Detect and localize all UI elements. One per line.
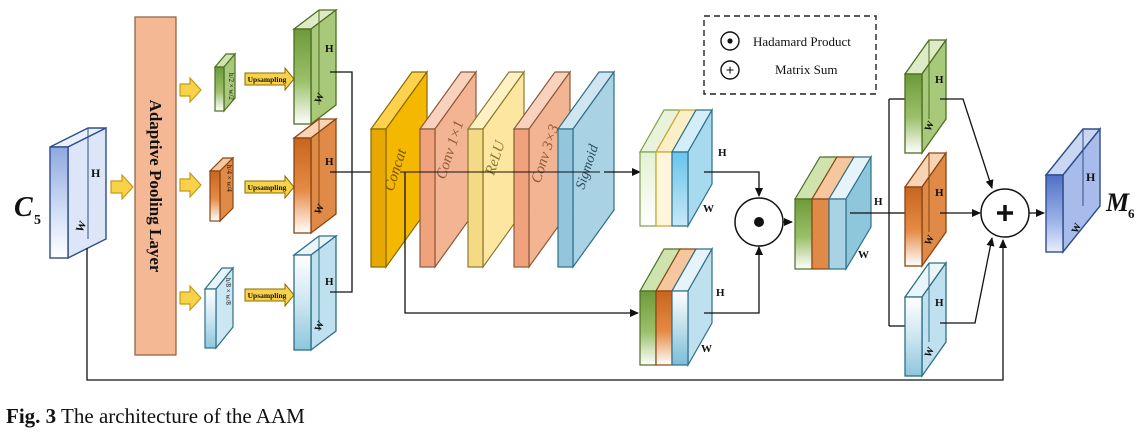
arrow-to-pooling-icon [110,173,134,201]
pooling-label: Adaptive Pooling Layer [146,100,165,273]
svg-text:H: H [935,187,944,199]
svg-text:W: W [313,203,327,217]
branch1-arrow-icon [179,76,202,104]
legend: Hadamard Product + Matrix Sum [703,15,877,95]
upsampling-arrow-2: Upsampling [244,174,295,200]
sigmoid-layer: Sigmoid [556,70,616,269]
hadamard-inputs [704,171,763,314]
svg-text:W: W [1070,222,1084,236]
branch-block-orange: H W [903,150,948,269]
split-connectors [850,98,905,327]
svg-text:h/8 × w/8: h/8 × w/8 [224,278,232,305]
branch3-arrow-icon [179,284,202,312]
svg-text:Upsampling: Upsampling [248,75,287,84]
svg-text:H: H [718,147,727,159]
pooled-block-orange: h/4 × w/4 [208,156,235,223]
svg-text:W: W [923,234,937,248]
svg-text:W: W [923,346,937,360]
feature-block-lower: H W [638,246,725,368]
svg-text:H: H [874,196,883,208]
output-label: M [1105,188,1130,217]
svg-text:H: H [325,156,334,168]
upsampled-block-orange: H W [292,117,338,235]
layer-stack: Concat Conv 1×1 ReLU Conv 3×3 Si [369,70,616,269]
svg-text:H: H [1086,170,1096,184]
svg-text:W: W [701,343,712,355]
residual-connection [86,239,1007,381]
svg-text:H: H [935,297,944,309]
svg-text:h/4 × w/4: h/4 × w/4 [225,165,233,192]
svg-text:W: W [703,203,714,215]
adaptive-pooling-layer: Adaptive Pooling Layer [134,16,177,356]
input-subscript: 5 [34,213,41,228]
figure-caption: Fig. 3 The architecture of the AAM [6,404,305,429]
upsampled-block-blue: H W [292,234,338,352]
pooled-block-blue: h/8 × w/8 [203,266,235,350]
pooled-block-green: h/2 × w/2 [213,52,237,113]
svg-text:Upsampling: Upsampling [248,183,287,192]
branch2-arrow-icon [179,171,202,199]
svg-text:H: H [91,166,101,180]
conv1x1-layer: Conv 1×1 [418,70,478,269]
hadamard-legend-label: Hadamard Product [753,34,851,49]
branch-block-green: H W [903,37,948,156]
upsampling-arrow-3: Upsampling [244,282,295,308]
caption-prefix: Fig. 3 [6,404,57,428]
attention-map-block: H W [638,107,727,229]
svg-text:Upsampling: Upsampling [248,291,287,300]
branch-block-blue: H W [903,260,948,379]
svg-text:W: W [858,249,869,261]
weighted-feature-block: H W [793,154,883,272]
svg-text:W: W [313,320,327,334]
svg-text:W: W [313,92,327,106]
relu-layer: ReLU [466,70,526,269]
upsampling-arrow-1: Upsampling [244,66,295,92]
matrix-sum-node [980,188,1030,238]
svg-text:H: H [325,43,334,55]
concat-skip-arrow [404,172,639,317]
svg-text:H: H [325,276,334,288]
caption-text: The architecture of the AAM [56,404,305,428]
sum-legend-icon [720,60,740,80]
hadamard-product-node [734,197,784,247]
sum-legend-label: Matrix Sum [775,62,837,77]
svg-text:+: + [726,63,735,79]
svg-text:H: H [716,287,725,299]
svg-text:h/2 × w/2: h/2 × w/2 [227,73,235,100]
sum-inputs [940,98,995,324]
upsampled-block-green: H W [292,8,338,126]
svg-text:W: W [74,219,90,234]
output-m6-block: H W [1044,127,1102,254]
svg-text:H: H [935,74,944,86]
input-c5-block: H W [49,126,107,260]
input-label: C [14,192,33,223]
concat-layer: Concat [369,70,429,269]
svg-text:W: W [923,120,937,134]
output-subscript: 6 [1128,206,1135,221]
